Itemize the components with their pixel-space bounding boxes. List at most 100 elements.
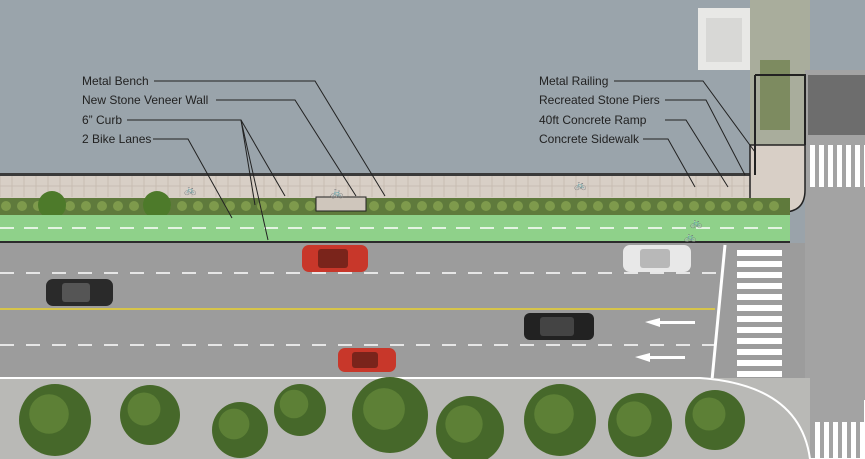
tree-icon (445, 405, 483, 443)
label-metal-bench: Metal Bench (82, 74, 149, 88)
shrub (721, 201, 731, 211)
label-concrete-ramp: 40ft Concrete Ramp (539, 113, 647, 127)
car-icon (338, 348, 396, 372)
label-concrete-sidewalk: Concrete Sidewalk (539, 132, 640, 146)
shrub (257, 201, 267, 211)
crosswalk-stripe (846, 145, 851, 187)
crosswalk-stripe (737, 360, 782, 366)
crosswalk-stripe (824, 422, 829, 459)
car-icon (524, 313, 594, 340)
shrub (753, 201, 763, 211)
metal-railing (755, 74, 806, 145)
shrub (657, 201, 667, 211)
arrow-icon (635, 353, 685, 362)
shore-trees (760, 60, 790, 130)
shrub (481, 201, 491, 211)
shrub (769, 201, 779, 211)
crosswalk-stripe (842, 422, 847, 459)
crosswalk-stripe (815, 422, 820, 459)
concrete-sidewalk (0, 175, 790, 198)
crosswalk-stripe (860, 422, 865, 459)
crosswalk-stripe (737, 272, 782, 278)
shrub (737, 201, 747, 211)
shrub (305, 201, 315, 211)
shrub (241, 201, 251, 211)
shrub (81, 201, 91, 211)
label-curb: 6” Curb (82, 113, 123, 127)
crosswalk-stripe (828, 145, 833, 187)
shrub (209, 201, 219, 211)
crosswalk-stripe (819, 145, 824, 187)
crosswalk-stripe (833, 422, 838, 459)
shrub (17, 201, 27, 211)
shrub (273, 201, 283, 211)
label-bike-lanes: 2 Bike Lanes (82, 132, 152, 146)
tree-icon (127, 392, 161, 426)
tree-icon (692, 397, 726, 431)
shrub (689, 201, 699, 211)
shrub (369, 201, 379, 211)
crosswalk-stripe (837, 145, 842, 187)
shrub (417, 201, 427, 211)
shrub (609, 201, 619, 211)
street-trees (19, 377, 745, 459)
crosswalk-stripe (737, 338, 782, 344)
crosswalk-stripe (737, 371, 782, 377)
shrub (129, 201, 139, 211)
building-edge (808, 75, 865, 135)
tree-icon (143, 191, 171, 219)
shrub (193, 201, 203, 211)
shrub-plantings (1, 201, 779, 211)
building-roof-detail (706, 18, 742, 62)
tree-icon (38, 191, 66, 219)
shrub (113, 201, 123, 211)
crosswalk-stripe (737, 316, 782, 322)
shrub (529, 201, 539, 211)
tree-icon (29, 394, 69, 434)
shrub (1, 201, 11, 211)
bicycle-icon: 🚲 (690, 218, 702, 229)
crosswalk-stripe (737, 327, 782, 333)
car-icon (623, 245, 691, 272)
shrub (641, 201, 651, 211)
label-stone-veneer-wall: New Stone Veneer Wall (82, 93, 209, 107)
crosswalk-stripe (737, 261, 782, 267)
shrub (705, 201, 715, 211)
shrub (673, 201, 683, 211)
stone-veneer-wall (0, 173, 755, 176)
shrub (497, 201, 507, 211)
tree-icon (616, 401, 652, 437)
shrub (545, 201, 555, 211)
car-icon (302, 245, 368, 272)
label-metal-railing: Metal Railing (539, 74, 609, 88)
shrub (225, 201, 235, 211)
bicycle-icon: 🚲 (574, 180, 586, 191)
crosswalk-stripe (737, 250, 782, 256)
tree-icon (218, 408, 250, 440)
shrub (385, 201, 395, 211)
arrow-icon (645, 318, 695, 327)
crosswalk-stripe (810, 145, 815, 187)
tree-icon (534, 394, 574, 434)
tree-icon (363, 388, 405, 430)
bicycle-icon: 🚲 (184, 185, 196, 196)
car-icon (46, 279, 113, 306)
shrub (449, 201, 459, 211)
bicycle-icon: 🚲 (330, 186, 344, 199)
label-stone-piers: Recreated Stone Piers (539, 93, 660, 107)
shrub (593, 201, 603, 211)
shrub (625, 201, 635, 211)
shrub (577, 201, 587, 211)
crosswalk-stripe (737, 294, 782, 300)
shrub (513, 201, 523, 211)
shrub (97, 201, 107, 211)
tree-icon (279, 389, 309, 419)
crosswalk-stripe (737, 349, 782, 355)
shrub (465, 201, 475, 211)
stop-line (710, 244, 727, 381)
crosswalk-bottom (815, 422, 865, 459)
bench-icon (315, 196, 367, 212)
shrub (433, 201, 443, 211)
